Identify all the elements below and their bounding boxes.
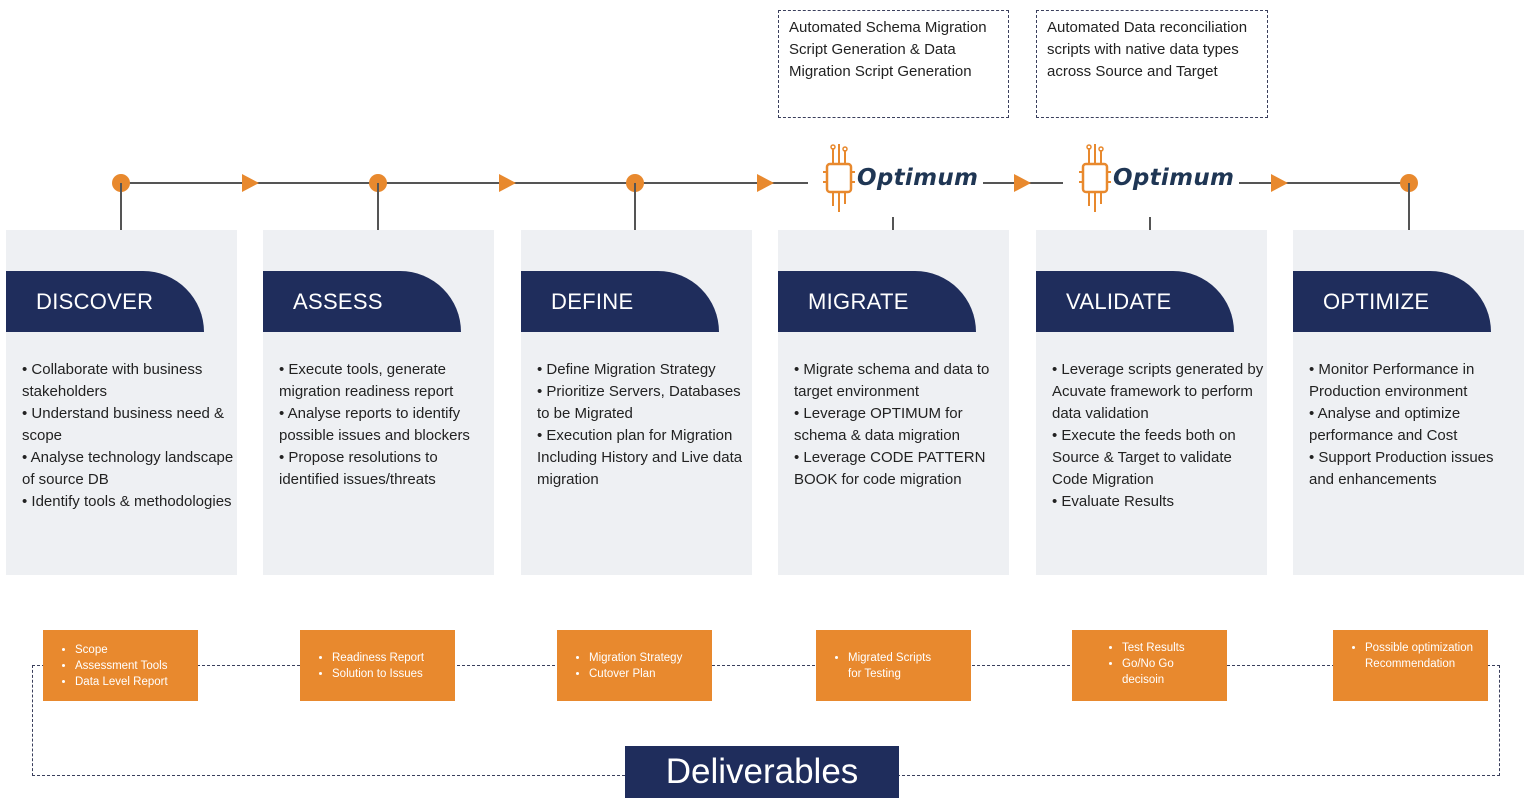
deliverable-item: Go/No Go decisoin <box>1122 656 1187 688</box>
timeline-arrow-icon <box>499 174 516 192</box>
phase-card-discover: DISCOVER • Collaborate with business sta… <box>6 230 237 575</box>
phase-card-assess: ASSESS • Execute tools, generate migrati… <box>263 230 494 575</box>
timeline-arrow-icon <box>757 174 774 192</box>
deliverable-item: Data Level Report <box>75 674 198 690</box>
chip-icon <box>1079 144 1111 212</box>
deliverable-item: Readiness Report <box>332 650 455 666</box>
bullet-item: • Define Migration Strategy <box>537 361 716 378</box>
phase-title: ASSESS <box>263 271 461 332</box>
phase-bullets: • Define Migration Strategy • Prioritize… <box>537 359 749 491</box>
phase-card-define: DEFINE • Define Migration Strategy • Pri… <box>521 230 752 575</box>
bullet-item: • Monitor Performance in Production envi… <box>1309 361 1475 400</box>
timeline-arrow-icon <box>242 174 259 192</box>
phase-card-migrate: MIGRATE • Migrate schema and data to tar… <box>778 230 1009 575</box>
bullet-item: • Leverage OPTIMUM for schema & data mig… <box>794 405 963 444</box>
bullet-item: • Analyse and optimize performance and C… <box>1309 405 1461 444</box>
bullet-item: • Execute the feeds both on Source & Tar… <box>1052 427 1236 488</box>
timeline-line <box>1239 182 1409 184</box>
deliverable-box-discover: Scope Assessment Tools Data Level Report <box>43 630 198 701</box>
phase-card-optimize: OPTIMIZE • Monitor Performance in Produc… <box>1293 230 1524 575</box>
optimum-logo: Optimum <box>1079 142 1234 214</box>
deliverable-box-migrate: Migrated Scripts for Testing <box>816 630 971 701</box>
bullet-item: • Support Production issues and enhancem… <box>1309 449 1494 488</box>
bullet-item: • Analyse technology landscape of source… <box>22 449 234 488</box>
phase-title: DEFINE <box>521 271 719 332</box>
deliverable-box-optimize: Possible optimization Recommendation <box>1333 630 1488 701</box>
deliverable-box-assess: Readiness Report Solution to Issues <box>300 630 455 701</box>
phase-title: VALIDATE <box>1036 271 1234 332</box>
timeline-arrow-icon <box>1271 174 1288 192</box>
deliverable-item: Scope <box>75 642 198 658</box>
bullet-item: • Prioritize Servers, Databases to be Mi… <box>537 383 741 422</box>
connector-line <box>634 183 636 230</box>
deliverables-title: Deliverables <box>625 746 899 798</box>
phase-title: MIGRATE <box>778 271 976 332</box>
deliverable-box-validate: Test Results Go/No Go decisoin <box>1072 630 1227 701</box>
deliverable-item: Cutover Plan <box>589 666 712 682</box>
phase-card-validate: VALIDATE • Leverage scripts generated by… <box>1036 230 1267 575</box>
deliverable-item: Migrated Scripts for Testing <box>848 650 941 682</box>
connector-line <box>1408 183 1410 230</box>
connector-line <box>1149 217 1151 230</box>
bullet-item: • Leverage CODE PATTERN BOOK for code mi… <box>794 449 986 488</box>
bullet-item: • Execution plan for Migration Including… <box>537 427 743 488</box>
phase-bullets: • Migrate schema and data to target envi… <box>794 359 1006 491</box>
phase-bullets: • Monitor Performance in Production envi… <box>1309 359 1521 491</box>
timeline-arrow-icon <box>1014 174 1031 192</box>
chip-icon <box>823 144 855 212</box>
connector-line <box>892 217 894 230</box>
bullet-item: • Migrate schema and data to target envi… <box>794 361 990 400</box>
bullet-item: • Execute tools, generate migration read… <box>279 361 454 400</box>
optimum-logo: Optimum <box>823 142 978 214</box>
deliverable-box-define: Migration Strategy Cutover Plan <box>557 630 712 701</box>
bullet-item: • Understand business need & scope <box>22 405 225 444</box>
bullet-item: • Identify tools & methodologies <box>22 493 232 510</box>
deliverable-item: Migration Strategy <box>589 650 712 666</box>
optimum-logo-text: Optimum <box>1113 165 1235 191</box>
bullet-item: • Collaborate with business stakeholders <box>22 361 203 400</box>
deliverable-item: Test Results <box>1122 640 1187 656</box>
connector-line <box>120 183 122 230</box>
bullet-item: • Analyse reports to identify possible i… <box>279 405 470 444</box>
note-schema-migration-text: Automated Schema Migration Script Genera… <box>789 19 987 80</box>
phase-bullets: • Execute tools, generate migration read… <box>279 359 491 491</box>
phase-bullets: • Leverage scripts generated by Acuvate … <box>1052 359 1264 513</box>
bullet-item: • Evaluate Results <box>1052 493 1174 510</box>
bullet-item: • Propose resolutions to identified issu… <box>279 449 438 488</box>
optimum-logo-text: Optimum <box>857 165 979 191</box>
phase-title: OPTIMIZE <box>1293 271 1491 332</box>
note-data-reconciliation: Automated Data reconciliation scripts wi… <box>1036 10 1268 118</box>
phase-title: DISCOVER <box>6 271 204 332</box>
phase-bullets: • Collaborate with business stakeholders… <box>22 359 234 513</box>
note-data-reconciliation-text: Automated Data reconciliation scripts wi… <box>1047 19 1248 80</box>
deliverable-item: Assessment Tools <box>75 658 198 674</box>
deliverable-item: Solution to Issues <box>332 666 455 682</box>
note-schema-migration: Automated Schema Migration Script Genera… <box>778 10 1009 118</box>
timeline-line <box>121 182 808 184</box>
bullet-item: • Leverage scripts generated by Acuvate … <box>1052 361 1264 422</box>
connector-line <box>377 183 379 230</box>
deliverable-item: Possible optimization Recommendation <box>1365 640 1478 672</box>
